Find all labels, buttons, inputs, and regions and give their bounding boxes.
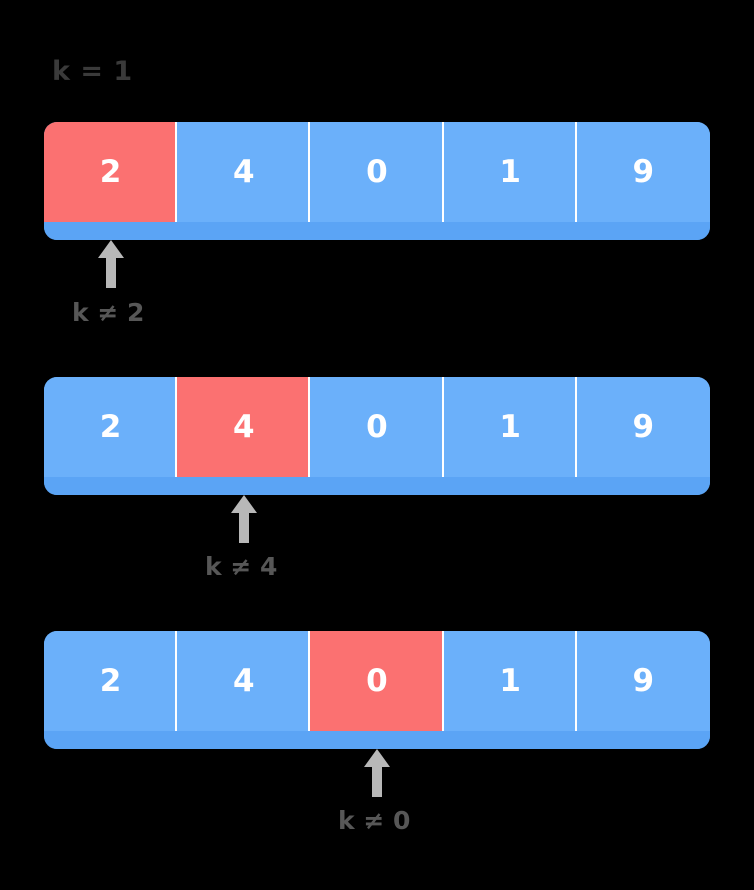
cell-divider [574, 122, 577, 222]
step-note-2: k ≠ 4 [205, 552, 278, 581]
array-cell-value: 9 [632, 154, 655, 190]
arrow-head [231, 495, 257, 513]
array-cell[interactable]: 9 [576, 377, 710, 477]
array-cells: 2 4 0 1 9 [44, 377, 710, 477]
array-base-strip [44, 731, 710, 749]
up-arrow-icon [231, 495, 257, 543]
array-cell[interactable]: 4 [177, 377, 311, 477]
array-cell[interactable]: 2 [44, 631, 178, 731]
cell-divider [175, 631, 178, 731]
array-cell[interactable]: 0 [310, 122, 444, 222]
step-note-1: k ≠ 2 [72, 298, 145, 327]
array-cell-value: 2 [99, 154, 122, 190]
cell-divider [441, 377, 444, 477]
array-cell-value: 2 [99, 663, 122, 699]
array-cell-value: 0 [366, 663, 388, 699]
cell-divider [441, 631, 444, 731]
array-cell[interactable]: 0 [310, 631, 444, 731]
step-note-3: k ≠ 0 [338, 806, 411, 835]
cell-divider [308, 377, 311, 477]
array-cell-value: 4 [232, 663, 255, 699]
cell-divider [308, 122, 311, 222]
cell-divider [574, 377, 577, 477]
array-cell-value: 2 [99, 409, 122, 445]
array-cell-value: 1 [499, 409, 521, 445]
array-cell[interactable]: 2 [44, 122, 178, 222]
array-base-strip [44, 477, 710, 495]
array-cell-value: 0 [366, 154, 388, 190]
array-cell[interactable]: 9 [576, 122, 710, 222]
array-cell[interactable]: 4 [177, 631, 311, 731]
array-cell[interactable]: 9 [576, 631, 710, 731]
array-cell[interactable]: 2 [44, 377, 178, 477]
array-cell-value: 4 [232, 154, 255, 190]
array-cell-value: 0 [366, 409, 388, 445]
cell-divider [574, 631, 577, 731]
arrow-stem [106, 257, 116, 288]
array-row-step-1: 2 4 0 1 9 [44, 122, 710, 240]
up-arrow-icon [98, 240, 124, 288]
array-cell-value: 1 [499, 154, 521, 190]
array-cell[interactable]: 1 [443, 377, 577, 477]
arrow-head [364, 749, 390, 767]
cell-divider [175, 377, 178, 477]
array-bar: 2 4 0 1 9 [44, 631, 710, 749]
arrow-stem [372, 766, 382, 797]
array-bar: 2 4 0 1 9 [44, 122, 710, 240]
array-cell[interactable]: 0 [310, 377, 444, 477]
array-base-strip [44, 222, 710, 240]
array-cell-value: 1 [499, 663, 521, 699]
array-cell[interactable]: 1 [443, 122, 577, 222]
array-cell-value: 9 [632, 409, 655, 445]
page-title: k = 1 [52, 56, 133, 87]
cell-divider [308, 631, 311, 731]
arrow-stem [239, 512, 249, 543]
array-row-step-2: 2 4 0 1 9 [44, 377, 710, 495]
array-cell[interactable]: 4 [177, 122, 311, 222]
array-row-step-3: 2 4 0 1 9 [44, 631, 710, 749]
array-cells: 2 4 0 1 9 [44, 631, 710, 731]
cell-divider [441, 122, 444, 222]
array-cell-value: 4 [232, 409, 255, 445]
up-arrow-icon [364, 749, 390, 797]
array-cells: 2 4 0 1 9 [44, 122, 710, 222]
array-cell-value: 9 [632, 663, 655, 699]
arrow-head [98, 240, 124, 258]
array-bar: 2 4 0 1 9 [44, 377, 710, 495]
array-cell[interactable]: 1 [443, 631, 577, 731]
cell-divider [175, 122, 178, 222]
